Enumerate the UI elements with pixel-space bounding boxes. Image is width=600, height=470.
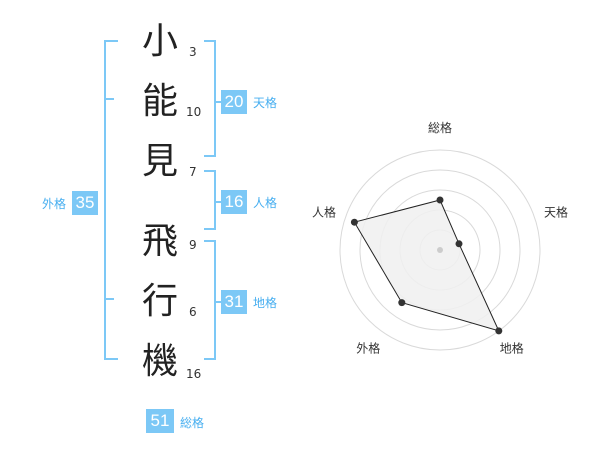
chikaku-connector xyxy=(214,301,224,303)
jinkaku-value: 16 xyxy=(221,190,247,214)
radar-axis-label-1: 総格 xyxy=(428,120,452,135)
jinkaku-bracket-top xyxy=(204,170,216,172)
jinkaku-bracket-vertical xyxy=(214,170,216,230)
jinkaku-connector xyxy=(214,201,224,203)
tenkaku-value: 20 xyxy=(221,90,247,114)
radar-point-2 xyxy=(455,240,463,248)
radar-point-4 xyxy=(398,299,406,307)
soukaku-value: 51 xyxy=(146,409,174,433)
tenkaku-bracket-vertical xyxy=(214,40,216,157)
gaikaku-tick-2 xyxy=(104,298,114,300)
chikaku-bracket-vertical xyxy=(214,240,216,360)
radar-axis-label-3: 地格 xyxy=(500,341,524,356)
tenkaku-connector xyxy=(214,101,224,103)
stroke-count-6: 16 xyxy=(186,367,202,381)
radar-value-polygon xyxy=(353,199,500,332)
radar-point-3 xyxy=(495,327,503,335)
radar-ring-4 xyxy=(359,169,521,331)
gaikaku-bracket-bottom xyxy=(104,358,118,360)
tenkaku-bracket-top xyxy=(204,40,216,42)
radar-center-dot xyxy=(437,247,443,253)
radar-ring-5 xyxy=(339,149,541,351)
chikaku-value: 31 xyxy=(221,290,247,314)
gaikaku-label: 外格 xyxy=(42,197,67,211)
gaikaku-bracket-vertical xyxy=(104,40,106,360)
gaikaku-bracket-top xyxy=(104,40,118,42)
radar-axis-label-2: 天格 xyxy=(544,204,568,219)
name-char-1: 小 xyxy=(141,21,178,62)
stroke-count-3: 7 xyxy=(189,165,197,179)
soukaku-label: 総格 xyxy=(180,416,205,430)
radar-point-1 xyxy=(436,196,444,204)
radar-point-5 xyxy=(350,218,358,226)
gaikaku-tick-1 xyxy=(104,98,114,100)
tenkaku-bracket-bottom xyxy=(204,155,216,157)
jinkaku-bracket-bottom xyxy=(204,228,216,230)
name-char-5: 行 xyxy=(141,281,178,322)
chikaku-bracket-top xyxy=(204,240,216,242)
jinkaku-label: 人格 xyxy=(253,196,278,210)
name-char-6: 機 xyxy=(141,341,178,382)
stroke-count-5: 6 xyxy=(189,305,197,319)
chikaku-label: 地格 xyxy=(253,296,278,310)
name-char-2: 能 xyxy=(141,81,178,122)
chikaku-bracket-bottom xyxy=(204,358,216,360)
gaikaku-value: 35 xyxy=(72,191,98,215)
stroke-count-1: 3 xyxy=(189,45,197,59)
radar-axis-label-4: 外格 xyxy=(356,341,380,356)
radar-axis-label-5: 人格 xyxy=(312,204,336,219)
tenkaku-label: 天格 xyxy=(253,96,278,110)
name-char-4: 飛 xyxy=(141,221,178,262)
stroke-count-2: 10 xyxy=(186,105,202,119)
name-char-3: 見 xyxy=(141,141,178,182)
stroke-count-4: 9 xyxy=(189,238,197,252)
